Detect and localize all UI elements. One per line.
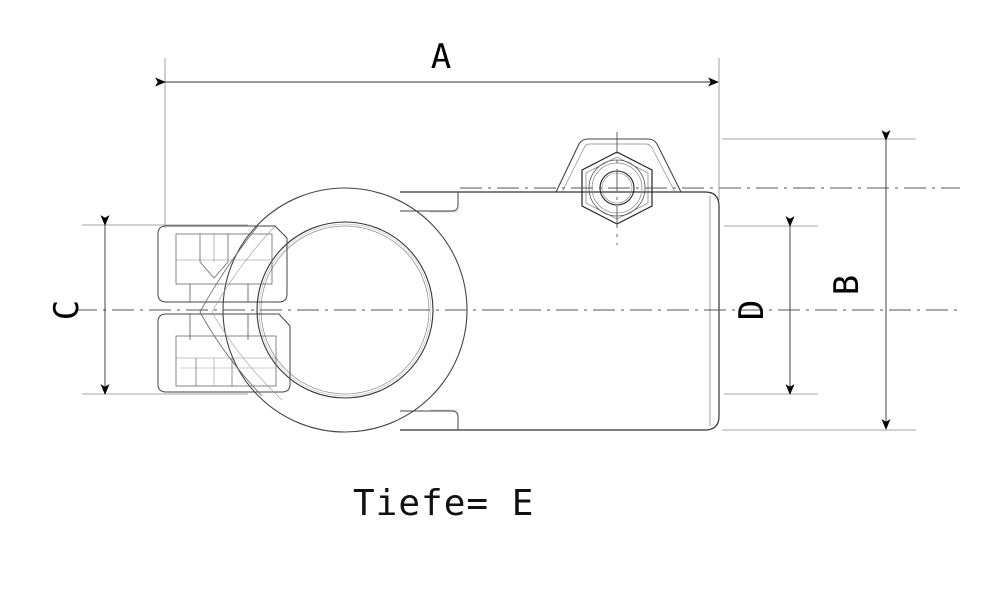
dimension-label-D: D (732, 300, 772, 320)
clamp-block-lower (157, 313, 291, 393)
reference-edges (430, 211, 458, 411)
dimension-B: B (827, 130, 891, 430)
depth-note-text: Tiefe= E (353, 483, 534, 524)
body-outline (400, 191, 720, 431)
nut-boss (555, 138, 682, 193)
dimension-C: C (47, 215, 110, 395)
dimension-label-C: C (47, 300, 87, 320)
extension-lines (82, 58, 916, 431)
part-outline (157, 138, 720, 433)
hidden-contour (199, 225, 283, 401)
dimension-A: A (155, 37, 719, 87)
dimension-D: D (732, 216, 795, 395)
centerlines (75, 132, 960, 311)
clamp-block-upper (157, 225, 288, 303)
dimension-label-B: B (827, 275, 867, 295)
dimension-label-A: A (431, 37, 451, 77)
